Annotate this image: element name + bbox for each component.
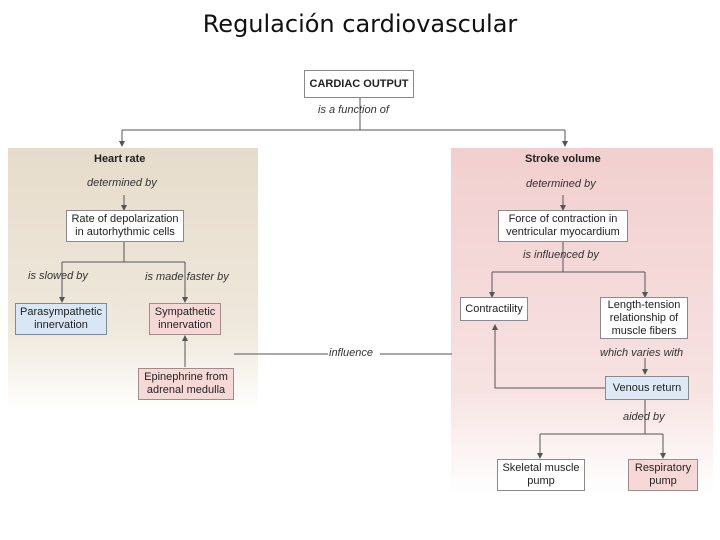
slowed-by-label: is slowed by <box>28 270 88 282</box>
heart-rate-header: Heart rate <box>94 153 146 165</box>
depolarization-box: Rate of depolarization in autorhythmic c… <box>66 210 184 242</box>
influenced-by-label: is influenced by <box>523 249 599 261</box>
influence-label: influence <box>329 347 374 359</box>
venous-return-box: Venous return <box>605 376 689 400</box>
determined-by-right-label: determined by <box>526 178 596 190</box>
length-tension-box: Length-tension relationship of muscle fi… <box>600 297 688 339</box>
stroke-volume-header: Stroke volume <box>525 153 601 165</box>
heart-rate-panel <box>8 148 258 410</box>
cardiac-output-box: CARDIAC OUTPUT <box>304 70 414 98</box>
sympathetic-box: Sympathetic innervation <box>149 303 221 335</box>
function-of-label: is a function of <box>318 104 389 116</box>
respiratory-pump-box: Respiratory pump <box>628 459 698 491</box>
parasympathetic-box: Parasympathetic innervation <box>15 303 107 335</box>
varies-with-label: which varies with <box>600 347 684 359</box>
faster-by-label: is made faster by <box>145 271 229 283</box>
aided-by-label: aided by <box>623 411 665 423</box>
contractility-box: Contractility <box>460 297 528 321</box>
skeletal-muscle-pump-box: Skeletal muscle pump <box>497 459 585 491</box>
page-title: Regulación cardiovascular <box>202 10 518 38</box>
force-contraction-box: Force of contraction in ventricular myoc… <box>498 210 628 242</box>
epinephrine-box: Epinephrine from adrenal medulla <box>138 368 234 400</box>
determined-by-left-label: determined by <box>87 177 157 189</box>
